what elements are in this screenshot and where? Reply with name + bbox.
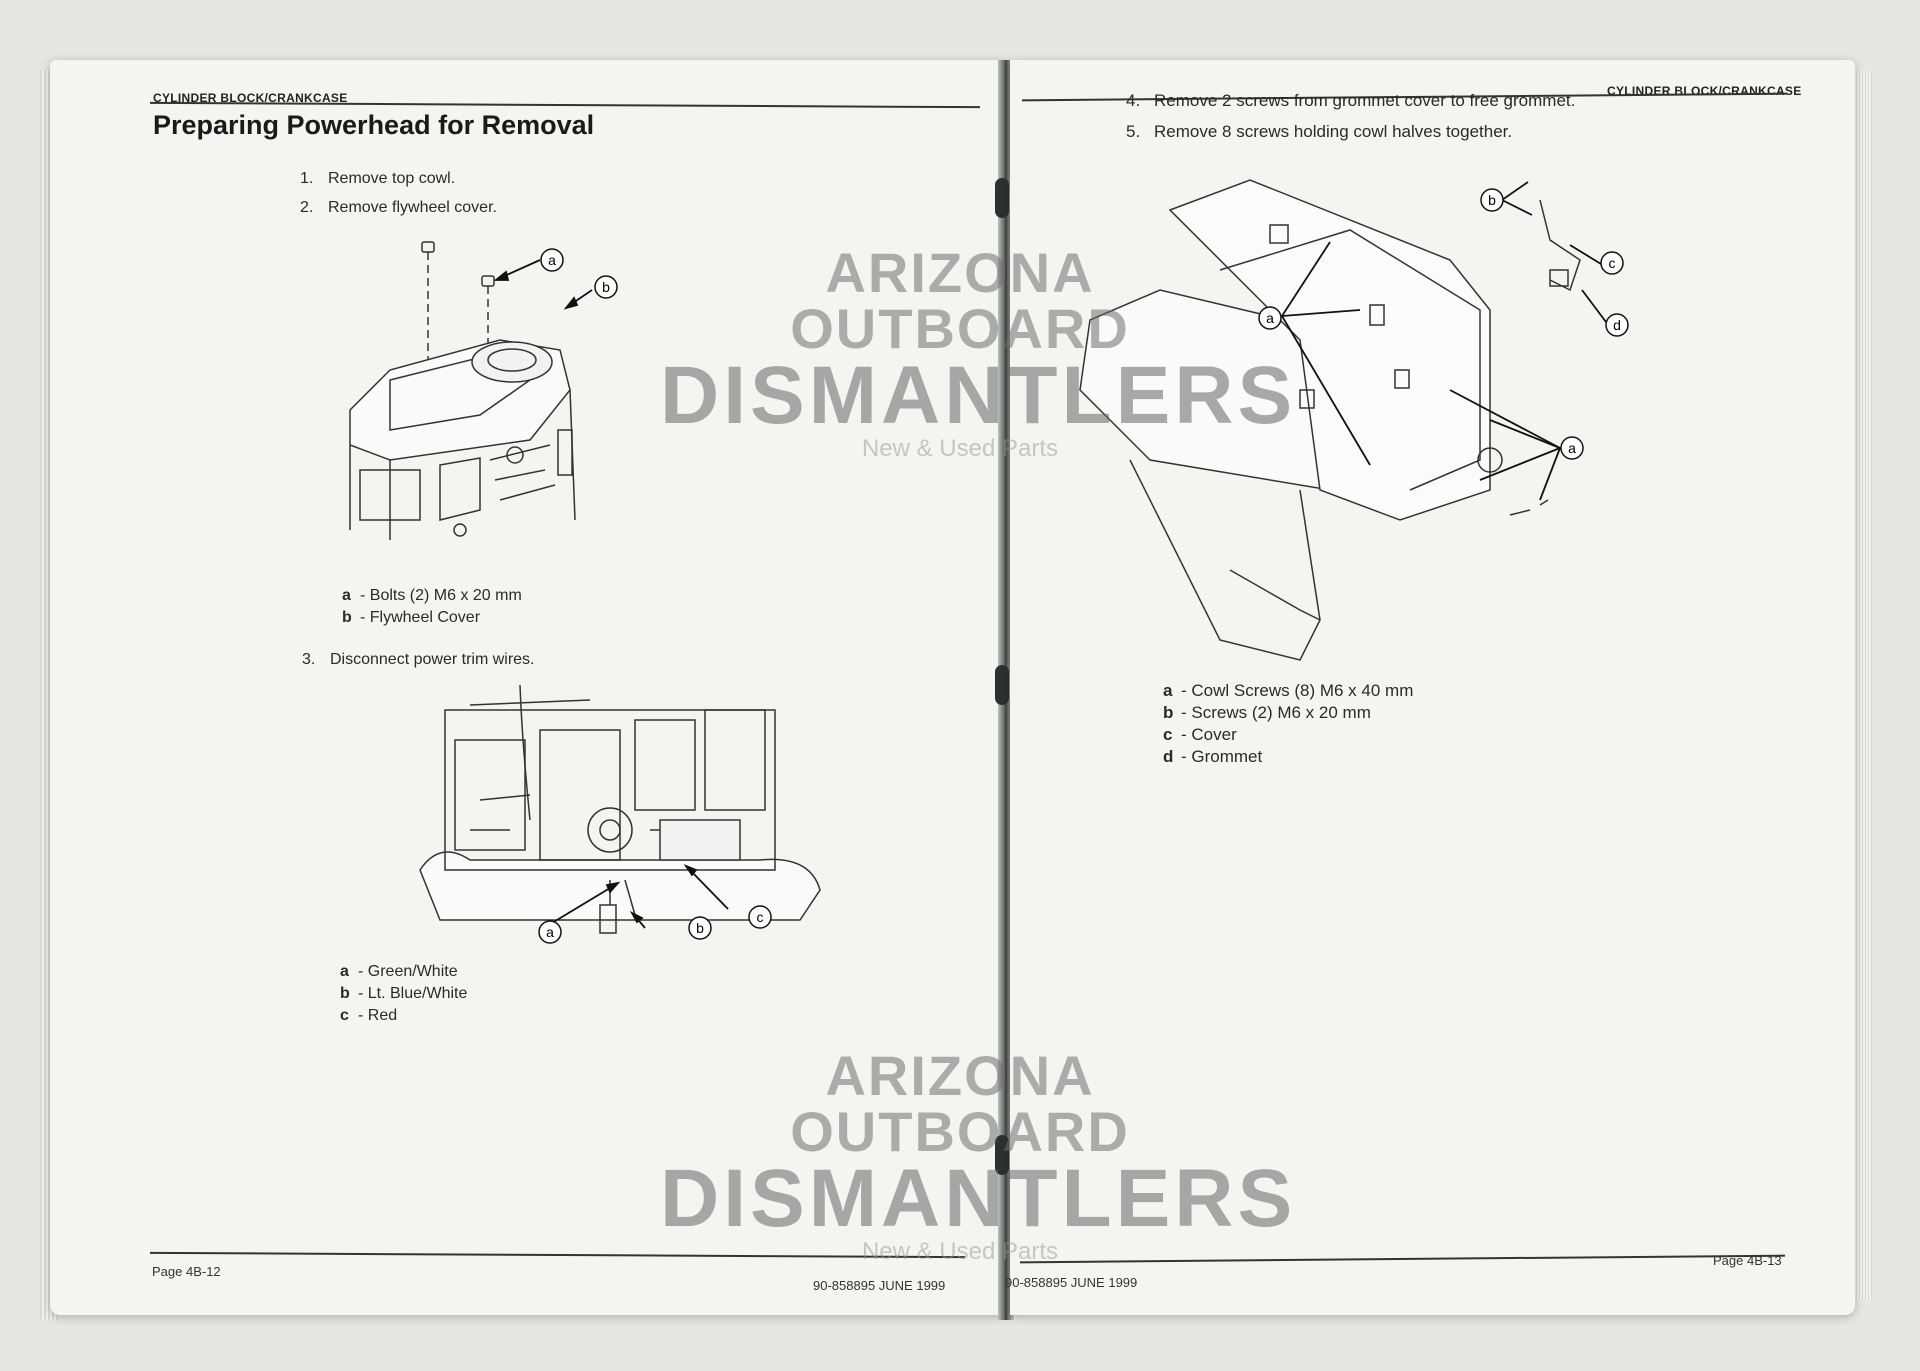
legend-figure-2: a- Green/White b- Lt. Blue/White c- Red <box>340 963 468 1024</box>
left-page-header: CYLINDER BLOCK/CRANKCASE <box>153 91 348 105</box>
left-footer-doc: 90-858895 JUNE 1999 <box>813 1278 946 1293</box>
fig3-callout-c: c <box>1609 255 1616 271</box>
fig2-callout-a: a <box>546 924 554 940</box>
step-2: 2.Remove flywheel cover. <box>300 199 497 216</box>
fig1-callout-a: a <box>548 252 556 268</box>
right-footer-page: Page 4B-13 <box>1713 1253 1782 1268</box>
left-page <box>50 60 1005 1315</box>
legend-figure-3: a- Cowl Screws (8) M6 x 40 mm b- Screws … <box>1163 681 1414 766</box>
binding-ring <box>995 665 1009 705</box>
fig3-callout-a-right: a <box>1568 440 1576 456</box>
binding-ring <box>995 1135 1009 1175</box>
left-footer-page: Page 4B-12 <box>152 1264 221 1279</box>
trim-wires-figure: a b c <box>419 684 821 944</box>
fig3-callout-b: b <box>1488 192 1496 208</box>
step-5: 5.Remove 8 screws holding cowl halves to… <box>1126 122 1513 141</box>
step-4: 4.Remove 2 screws from grommet cover to … <box>1126 91 1576 110</box>
binding-ring <box>995 178 1009 218</box>
page-title: Preparing Powerhead for Removal <box>153 110 595 140</box>
step-3: 3.Disconnect power trim wires. <box>302 651 535 668</box>
fig2-callout-b: b <box>696 920 704 936</box>
flywheel-cover-figure: a b <box>349 241 618 540</box>
fig2-callout-c: c <box>757 909 764 925</box>
legend-figure-1: a- Bolts (2) M6 x 20 mm b- Flywheel Cove… <box>342 587 522 626</box>
step-1: 1.Remove top cowl. <box>300 170 456 187</box>
cowl-halves-figure: a a b c d <box>1079 179 1629 661</box>
fig3-callout-a-left: a <box>1266 310 1274 326</box>
right-footer-doc: 90-858895 JUNE 1999 <box>1005 1275 1138 1290</box>
fig1-callout-b: b <box>602 279 610 295</box>
fig3-callout-d: d <box>1613 317 1621 333</box>
